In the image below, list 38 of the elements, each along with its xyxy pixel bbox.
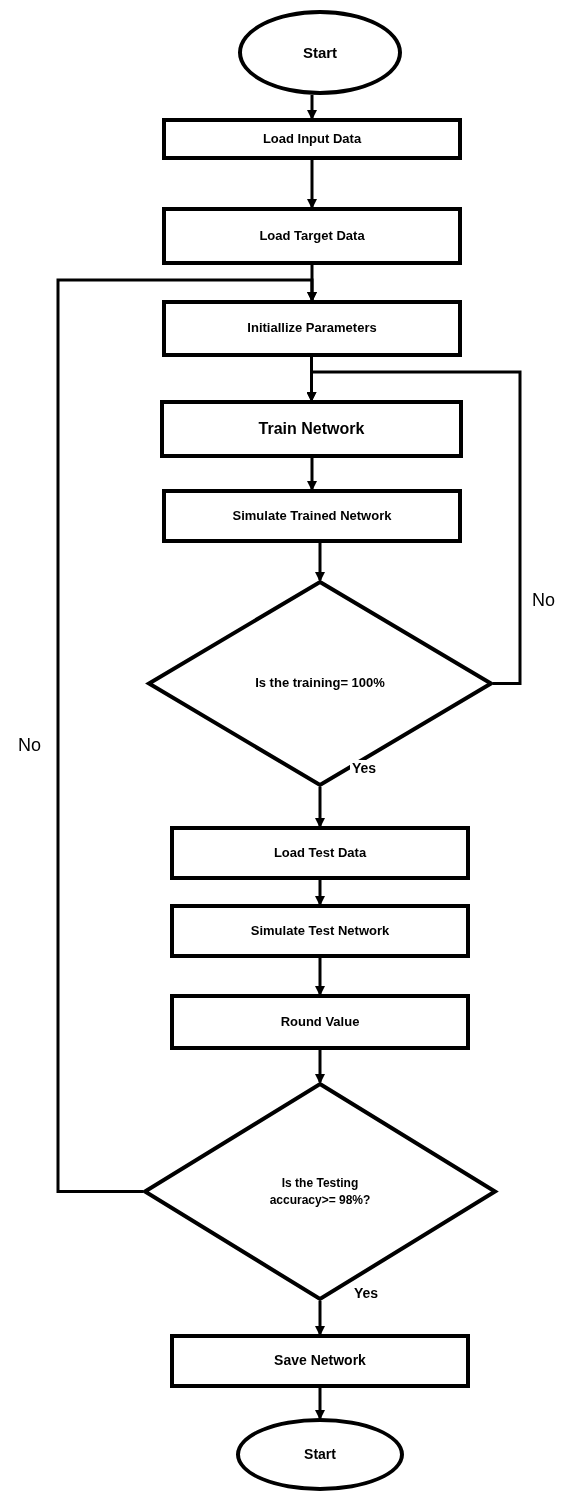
arrow [307,95,317,120]
step-label: Start [302,43,338,63]
step-label: Load Input Data [262,129,362,148]
decision-text: Is the training= 100% [255,674,385,693]
decision-diamond [147,580,493,787]
step-label: Train Network [258,418,365,439]
step-label: Load Test Data [273,843,367,862]
process-box [162,300,462,357]
step-label: Round Value [280,1012,360,1031]
decision-text: Is the Testing accuracy>= 98%? [268,1174,372,1209]
process-box [170,994,470,1050]
arrow [315,958,325,996]
process-box [162,489,462,543]
arrow [307,160,317,209]
process-box [170,904,470,958]
step-label: Start [304,1444,336,1464]
step-label: Save Network [274,1351,366,1371]
decision-diamond [143,1082,497,1301]
arrow [56,278,317,1193]
arrow [306,370,522,685]
edge-label: Yes [350,760,379,776]
step-label: Initiallize Parameters [247,319,377,338]
arrow [315,1301,325,1336]
process-box [170,826,470,880]
process-box [162,118,462,160]
arrow [315,1050,325,1084]
step-label: Load Target Data [259,226,365,245]
arrow [315,787,325,828]
arrow [315,880,325,906]
process-box [162,207,462,265]
process-box [160,400,463,458]
arrow [307,458,317,491]
step-label: Simulate Test Network [250,921,390,940]
step-label: Simulate Trained Network [232,506,392,525]
edge-label: Yes [352,1285,381,1301]
process-box [170,1334,470,1388]
arrow [315,1388,325,1420]
arrow [315,543,325,582]
